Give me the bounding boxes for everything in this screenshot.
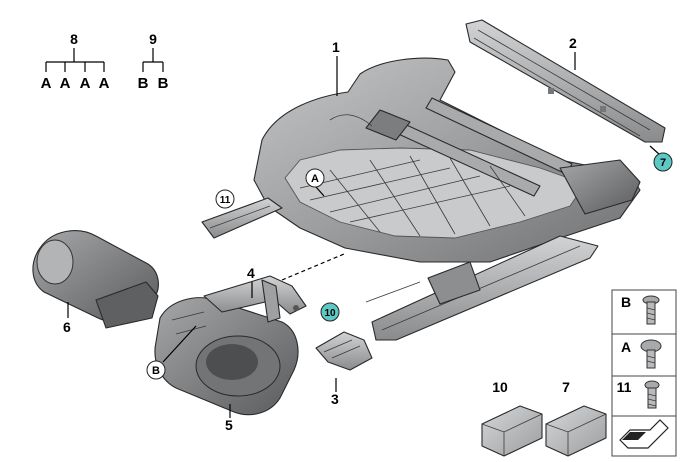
tree-8-leaf: A xyxy=(80,75,91,92)
part-2-rail xyxy=(465,19,666,143)
leader-lines xyxy=(67,52,661,418)
part-label-5: 5 xyxy=(225,417,233,433)
callout-B: B xyxy=(146,360,166,380)
part-1-seat-frame xyxy=(253,57,641,263)
legend-row-A xyxy=(611,333,677,377)
fastener-legend: B A 11 xyxy=(611,289,677,457)
callout-10: 10 xyxy=(320,302,340,322)
screw-icon xyxy=(642,295,660,325)
rail-slot xyxy=(548,88,554,94)
part-4-bracket xyxy=(203,275,307,323)
arrow-icon xyxy=(619,419,669,449)
left-bracket xyxy=(201,197,283,239)
legend-key-A: A xyxy=(621,339,631,355)
part-label-6: 6 xyxy=(63,319,71,335)
callout-7: 7 xyxy=(653,152,673,172)
tree-8: 8 A A A A xyxy=(41,31,110,92)
part-label-2: 2 xyxy=(569,35,577,51)
part-5-housing xyxy=(154,297,299,416)
tree-8-leaf: A xyxy=(41,75,52,92)
part-3-small-bracket xyxy=(315,331,373,371)
callout-10-text: 10 xyxy=(324,308,336,319)
rail-slot xyxy=(600,106,606,112)
callout-7-text: 7 xyxy=(660,157,666,169)
legend-key-B: B xyxy=(621,294,631,310)
tree-9-leaf: B xyxy=(138,75,149,92)
box-10: 10 xyxy=(481,379,543,457)
lower-rail xyxy=(365,235,599,341)
callout-B-text: B xyxy=(152,365,160,377)
bolt-icon xyxy=(640,339,662,369)
box-7: 7 xyxy=(545,379,607,457)
tree-9: 9 B B xyxy=(138,31,169,92)
part-label-4: 4 xyxy=(247,265,255,281)
box-7-label: 7 xyxy=(562,379,570,395)
tree-8-leaf: A xyxy=(99,75,110,92)
tree-8-head: 8 xyxy=(70,31,78,47)
tree-9-leaf: B xyxy=(158,75,169,92)
callout-A-text: A xyxy=(311,173,319,185)
legend-row-11 xyxy=(611,375,677,417)
callout-11-text: 11 xyxy=(220,195,231,206)
legend-key-11: 11 xyxy=(617,379,632,395)
tree-8-leaf: A xyxy=(60,75,71,92)
tree-9-head: 9 xyxy=(149,31,157,47)
callout-11: 11 xyxy=(215,189,235,209)
box-10-label: 10 xyxy=(492,379,508,395)
callout-A: A xyxy=(305,168,325,188)
part-label-3: 3 xyxy=(331,391,339,407)
legend-row-B xyxy=(611,289,677,335)
part-6-side-cover xyxy=(32,230,159,329)
part-label-1: 1 xyxy=(332,39,340,55)
screw-icon xyxy=(644,380,660,409)
